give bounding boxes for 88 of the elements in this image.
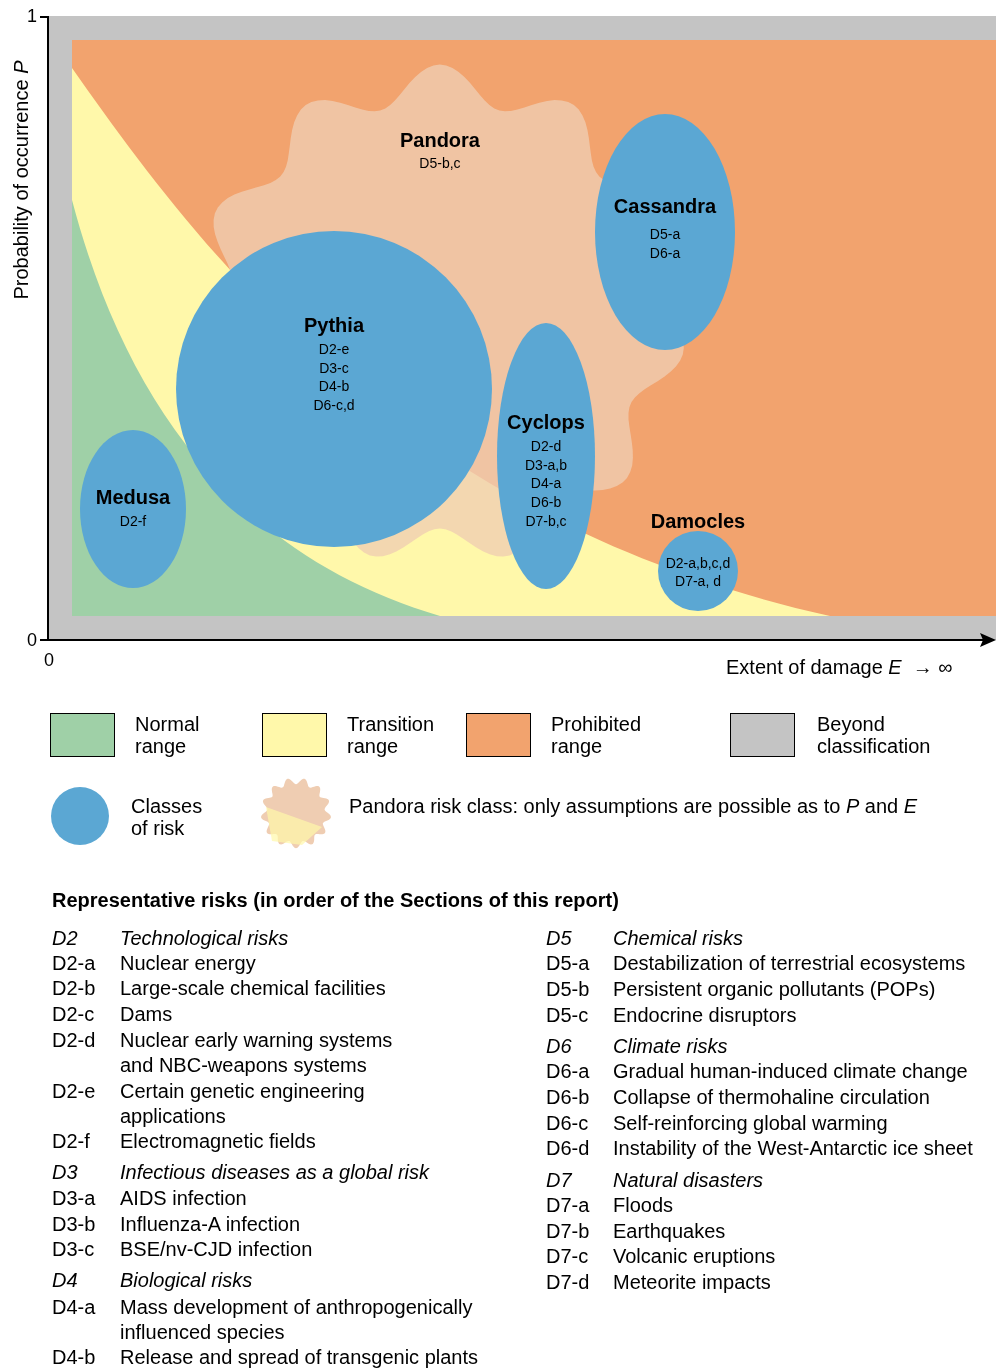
risk-code: D2-d bbox=[530, 438, 562, 454]
risk-code: D3-c bbox=[319, 360, 349, 376]
risk-code: D2-d bbox=[52, 1028, 96, 1053]
risk-description: AIDS infection bbox=[120, 1186, 247, 1211]
risk-class-name: Pandora bbox=[399, 128, 480, 152]
risk-description: BSE/nv-CJD infection bbox=[120, 1237, 313, 1262]
risk-description: Earthquakes bbox=[613, 1219, 726, 1244]
risk-code: D2-a bbox=[52, 951, 96, 976]
risk-code: D4-a bbox=[530, 475, 562, 491]
risk-code: D4-a bbox=[52, 1295, 96, 1320]
risk-code: D2-f bbox=[52, 1129, 90, 1154]
risk-description: Collapse of thermohaline circulation bbox=[613, 1085, 930, 1110]
legend-label: Classes of risk bbox=[131, 795, 204, 839]
risk-description: Destabilization of terrestrial ecosystems bbox=[613, 951, 966, 976]
risk-code: D7-d bbox=[546, 1270, 590, 1295]
section-title: Chemical risks bbox=[613, 926, 744, 951]
risk-code: D7-a, d bbox=[675, 573, 721, 589]
section-title: Natural disasters bbox=[613, 1168, 764, 1193]
risk-code: D3-a bbox=[52, 1186, 96, 1211]
legend-label: Beyond classification bbox=[817, 713, 932, 757]
risk-class-name: Medusa bbox=[95, 485, 171, 509]
risk-code: D5-a bbox=[649, 226, 681, 242]
risk-code: D4-b bbox=[318, 378, 350, 394]
risk-description: Electromagnetic fields bbox=[120, 1129, 316, 1154]
legend-label: Prohibited range bbox=[551, 713, 643, 757]
section-code: D2 bbox=[52, 926, 78, 951]
list-heading: Representative risks (in order of the Sections of this report) bbox=[52, 889, 619, 912]
section-title: Climate risks bbox=[613, 1034, 728, 1059]
risk-description: Influenza-A infection bbox=[120, 1212, 301, 1237]
risk-code: D6-d bbox=[546, 1136, 590, 1161]
risk-code: D6-a bbox=[649, 245, 681, 261]
risk-code: D6-b bbox=[546, 1085, 590, 1110]
risk-code: D5-b bbox=[546, 977, 590, 1002]
axis-title: Extent of damage E → ∞ bbox=[726, 656, 953, 679]
section-code: D7 bbox=[546, 1168, 572, 1193]
risk-code: D2-b bbox=[52, 976, 96, 1001]
risk-description: Floods bbox=[613, 1193, 674, 1218]
risk-class-name: Damocles bbox=[650, 509, 746, 533]
risk-description: Volcanic eruptions bbox=[613, 1244, 776, 1269]
risk-description: Dams bbox=[120, 1002, 173, 1027]
tick-label: 0 bbox=[27, 630, 37, 651]
risk-code: D2-c bbox=[52, 1002, 95, 1027]
section-code: D6 bbox=[546, 1034, 572, 1059]
risk-code: D2-a,b,c,d bbox=[665, 555, 731, 571]
risk-description: Mass development of anthropogenically influenced species bbox=[120, 1295, 474, 1345]
risk-code: D6-c,d bbox=[313, 397, 355, 413]
tick-label: 1 bbox=[27, 6, 37, 27]
risk-description: Meteorite impacts bbox=[613, 1270, 771, 1295]
risk-description: Gradual human-induced climate change bbox=[613, 1059, 968, 1084]
risk-code: D7-c bbox=[546, 1244, 589, 1269]
axis-title: Probability of occurrence P bbox=[9, 60, 33, 300]
risk-code: D7-a bbox=[546, 1193, 590, 1218]
risk-code: D5-b,c bbox=[419, 155, 461, 171]
risk-class-name: Cassandra bbox=[613, 194, 717, 218]
section-code: D5 bbox=[546, 926, 572, 951]
risk-code: D6-b bbox=[530, 494, 562, 510]
risk-code: D4-b bbox=[52, 1345, 96, 1370]
risk-code: D3-c bbox=[52, 1237, 95, 1262]
risk-description: Nuclear early warning systems and NBC-weapons systems bbox=[120, 1028, 394, 1078]
risk-description: Release and spread of transgenic plants bbox=[120, 1345, 478, 1370]
risk-code: D3-a,b bbox=[525, 457, 567, 473]
risk-code: D2-e bbox=[318, 341, 350, 357]
legend-label: Transition range bbox=[347, 713, 436, 757]
risk-class-name: Pythia bbox=[304, 313, 364, 337]
legend-label: Normal range bbox=[135, 713, 201, 757]
risk-code: D2-e bbox=[52, 1079, 96, 1104]
risk-code: D7-b,c bbox=[525, 513, 567, 529]
section-code: D4 bbox=[52, 1268, 78, 1293]
risk-description: Instability of the West-Antarctic ice sheet bbox=[613, 1136, 973, 1161]
section-title: Infectious diseases as a global risk bbox=[120, 1160, 430, 1185]
risk-code: D6-a bbox=[546, 1059, 590, 1084]
tick-label: 0 bbox=[44, 650, 54, 671]
risk-code: D2-f bbox=[119, 513, 147, 529]
risk-code: D7-b bbox=[546, 1219, 590, 1244]
risk-code: D5-a bbox=[546, 951, 590, 976]
risk-description: Certain genetic engineering applications bbox=[120, 1079, 366, 1129]
risk-description: Self-reinforcing global warming bbox=[613, 1111, 888, 1136]
risk-description: Large-scale chemical facilities bbox=[120, 976, 386, 1001]
risk-code: D6-c bbox=[546, 1111, 589, 1136]
risk-code: D3-b bbox=[52, 1212, 96, 1237]
risk-code: D5-c bbox=[546, 1003, 589, 1028]
section-title: Biological risks bbox=[120, 1268, 253, 1293]
risk-description: Nuclear energy bbox=[120, 951, 256, 976]
risk-description: Persistent organic pollutants (POPs) bbox=[613, 977, 936, 1002]
section-code: D3 bbox=[52, 1160, 78, 1185]
section-title: Technological risks bbox=[120, 926, 289, 951]
risk-class-name: Cyclops bbox=[507, 410, 585, 434]
risk-description: Endocrine disruptors bbox=[613, 1003, 797, 1028]
